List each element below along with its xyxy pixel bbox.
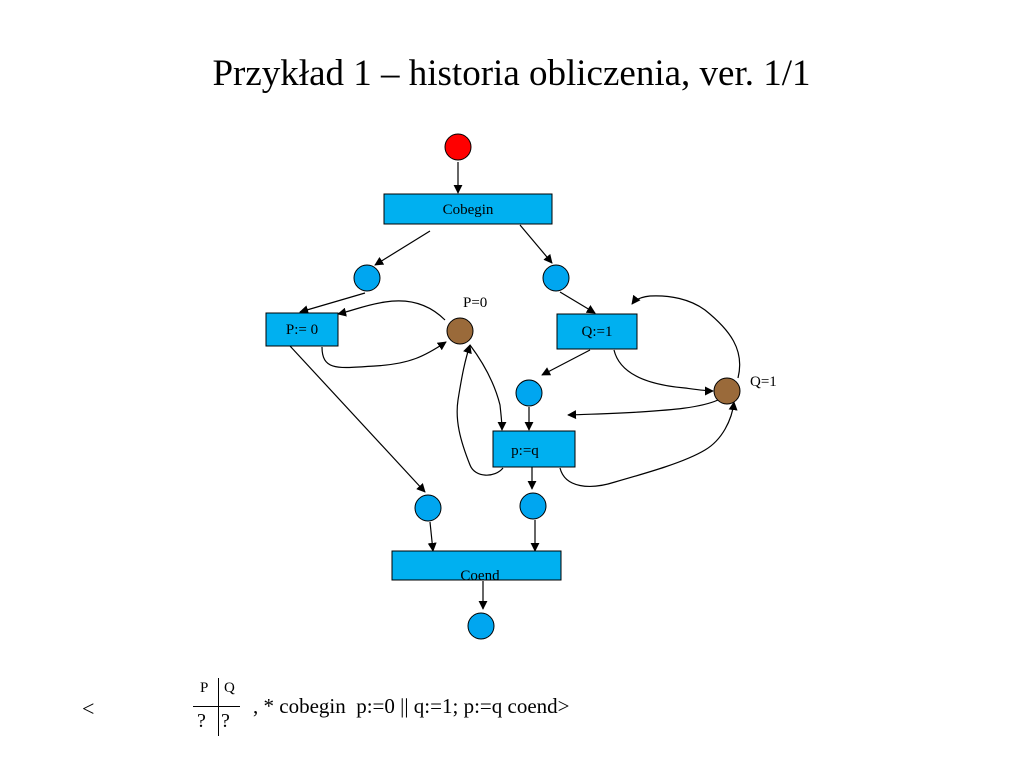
state-table-rule xyxy=(193,706,240,707)
p-value-label: P=0 xyxy=(463,295,487,311)
right-out-place xyxy=(519,492,547,520)
arc-pq-assign-to-p-place xyxy=(456,344,504,476)
transition-pq-assign-label: p:=q xyxy=(511,443,539,459)
state-value-q: ? xyxy=(221,710,230,732)
transition-p-assign: P:= 0 xyxy=(265,312,339,347)
state-header-p: P xyxy=(200,680,209,696)
arc-left-out-place-to-coend xyxy=(427,521,437,552)
state-program-text: , * cobegin p:=0 || q:=1; p:=q coend> xyxy=(253,694,570,718)
arc-q-assign-to-q-place xyxy=(613,349,714,396)
arc-p-place-to-p-assign xyxy=(337,300,446,321)
transition-coend-label: Coend xyxy=(460,568,500,584)
transition-coend: Coend xyxy=(391,550,562,584)
arc-p-assign-to-p-place xyxy=(321,341,447,369)
q-value-label: Q=1 xyxy=(750,374,777,390)
state-table-divider xyxy=(218,678,219,736)
arc-left-place-to-p-assign xyxy=(299,292,366,315)
arc-q-place-to-pq-assign xyxy=(567,399,719,420)
state-value-p: ? xyxy=(197,710,206,732)
state-open-bracket: < xyxy=(82,696,95,721)
arc-q-assign-to-mid-place xyxy=(541,349,591,376)
right-branch-place xyxy=(542,264,570,292)
arc-cobegin-to-left-place xyxy=(374,230,431,266)
state-header-q: Q xyxy=(224,680,235,696)
arc-pq-assign-to-q-place xyxy=(559,401,738,487)
transition-cobegin-label: Cobegin xyxy=(443,202,494,218)
p-variable-place xyxy=(446,317,474,345)
left-branch-place xyxy=(353,264,381,292)
arc-p-assign-to-left-out-place xyxy=(289,345,426,493)
q-variable-place xyxy=(713,377,741,405)
transition-cobegin: Cobegin xyxy=(383,193,553,225)
transition-pq-assign: p:=q xyxy=(492,430,576,468)
arc-p-place-to-pq-assign xyxy=(469,344,507,431)
transition-q-assign-label: Q:=1 xyxy=(582,324,613,340)
page-title: Przykład 1 – historia obliczenia, ver. 1… xyxy=(212,53,811,94)
arc-cobegin-to-right-place xyxy=(519,224,553,264)
end-place xyxy=(467,612,495,640)
mid-place xyxy=(515,379,543,407)
start-place xyxy=(444,133,472,161)
arc-right-place-to-q-assign xyxy=(559,291,596,314)
transition-q-assign: Q:=1 xyxy=(556,313,638,350)
transition-p-assign-label: P:= 0 xyxy=(286,322,318,338)
left-out-place xyxy=(414,494,442,522)
arc-q-place-to-q-assign xyxy=(631,294,741,379)
